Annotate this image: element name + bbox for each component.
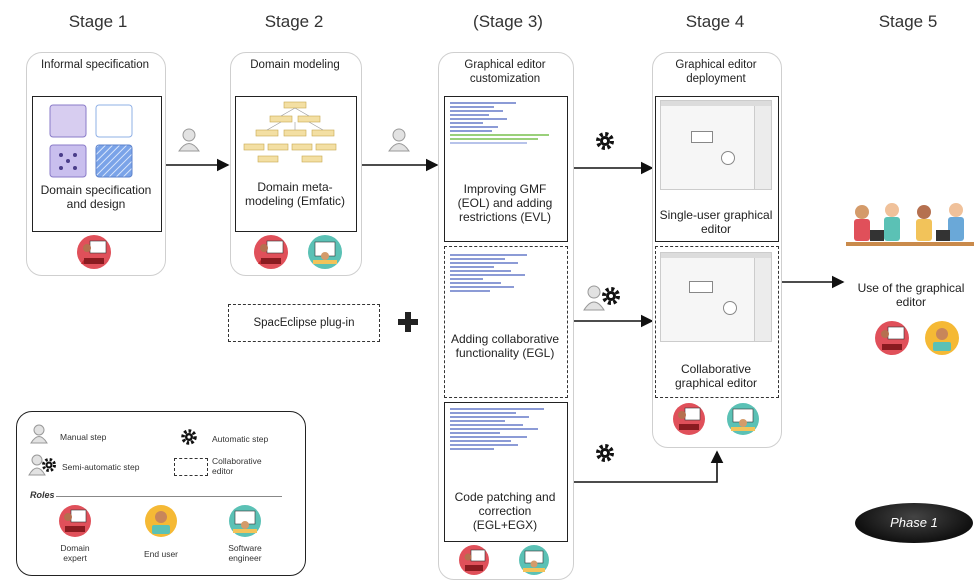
end-user-avatar	[925, 321, 959, 355]
gear-icon	[596, 132, 614, 150]
stage-2-title: Stage 2	[264, 12, 324, 31]
legend-semi: Semi-automatic step	[62, 462, 140, 472]
domain-expert-avatar	[77, 235, 111, 269]
domain-expert-avatar	[254, 235, 288, 269]
manual-step-icon	[30, 424, 48, 444]
role-end-user: End user	[143, 549, 179, 559]
stage-4-title: Stage 4	[685, 12, 745, 31]
software-engineer-avatar	[519, 545, 549, 575]
spaceclipse-plugin: SpacEclipse plug-in	[228, 304, 380, 342]
stage-5-caption: Use of the graphical editor	[857, 281, 965, 309]
manual-step-icon	[388, 128, 410, 152]
arrow-patching-deploy	[567, 450, 724, 483]
role-software-engineer: Software engineer	[228, 543, 262, 563]
stage-1-panel-title: Informal specification	[40, 59, 150, 71]
domain-expert-avatar	[459, 545, 489, 575]
stage-3-title: (Stage 3)	[473, 12, 543, 31]
legend-roles-title: Roles	[30, 490, 55, 500]
code-screenshot	[450, 406, 560, 482]
manual-step-icon	[178, 128, 200, 152]
legend-manual: Manual step	[60, 432, 107, 442]
stage-4-panel-title: Graphical editor deployment	[675, 59, 757, 85]
stage-2-caption: Domain meta-modeling (Emfatic)	[244, 180, 346, 208]
end-user-avatar	[145, 505, 177, 537]
semi-automatic-step-icon	[28, 454, 56, 476]
stage-5-title: Stage 5	[878, 12, 938, 31]
software-engineer-avatar	[229, 505, 261, 537]
domain-expert-avatar	[875, 321, 909, 355]
domain-expert-avatar	[59, 505, 91, 537]
role-domain-expert: Domain expert	[60, 543, 90, 563]
stage-3-box2-caption: Adding collaborative functionality (EGL)	[450, 332, 560, 360]
code-screenshot	[450, 100, 560, 178]
legend-divider	[56, 496, 282, 497]
gear-icon	[596, 444, 614, 462]
stage-3-box1-caption: Improving GMF (EOL) and adding restricti…	[457, 182, 553, 224]
shape-samples-icon	[49, 104, 133, 178]
gear-icon	[181, 429, 197, 445]
stage-3-panel-title: Graphical editor customization	[464, 59, 546, 85]
stage-4-box1-caption: Single-user graphical editor	[659, 208, 773, 236]
stage-3-box3-caption: Code patching and correction (EGL+EGX)	[454, 490, 556, 532]
code-screenshot	[450, 252, 560, 324]
meta-modeling-box	[235, 96, 357, 232]
team-illustration	[846, 203, 974, 246]
stage-1-title: Stage 1	[68, 12, 128, 31]
collaborative-editor-swatch	[174, 458, 208, 476]
gmf-box	[444, 96, 568, 242]
editor-screenshot	[660, 252, 772, 342]
metamodel-diagram-icon	[243, 101, 337, 163]
semi-automatic-step-icon	[583, 285, 620, 311]
domain-expert-avatar	[673, 403, 705, 435]
stage-1-caption: Domain specification and design	[40, 183, 152, 211]
plus-icon	[398, 312, 418, 332]
legend-collab: Collaborative editor	[212, 456, 262, 476]
software-engineer-avatar	[727, 403, 759, 435]
legend	[16, 411, 306, 576]
stage-4-box2-caption: Collaborative graphical editor	[674, 362, 758, 390]
phase-badge: Phase 1	[855, 503, 973, 543]
legend-automatic: Automatic step	[212, 434, 269, 444]
stage-2-panel-title: Domain modeling	[250, 59, 340, 71]
editor-screenshot	[660, 100, 772, 190]
software-engineer-avatar	[308, 235, 342, 269]
